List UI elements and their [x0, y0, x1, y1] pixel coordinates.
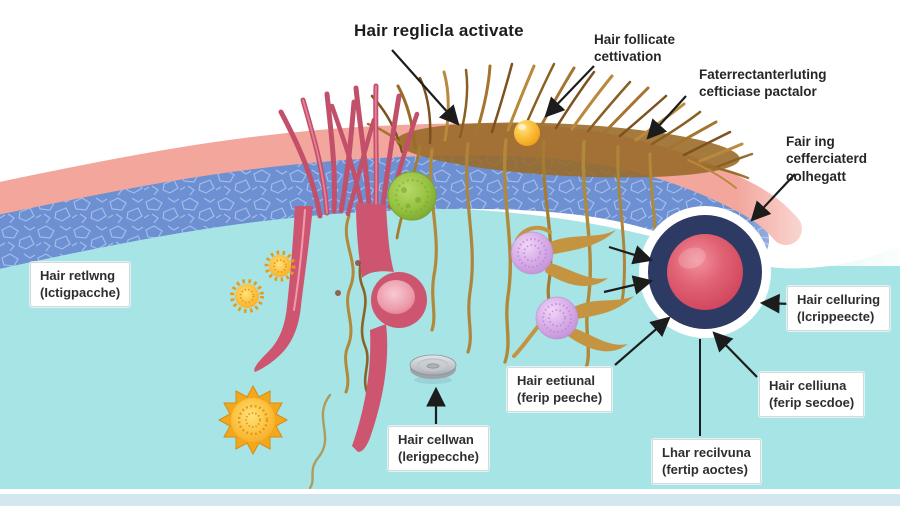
label-hair-follicate-cettivation: Hair follicate cettivation [594, 32, 676, 65]
yellow-vesicle [514, 120, 540, 146]
label-box-hair-retlwng: Hair retlwng (Ictigpacche) [30, 262, 131, 308]
bottom-strip [0, 494, 900, 506]
label-fairing-colhegatt: Fair ing cefferciaterd colhegatt [786, 134, 868, 184]
follicle-left-tube [254, 206, 313, 372]
follicle-right-tube [356, 203, 394, 278]
label-box-lhar-recilvuna: Lhar recilvuna (fertip aoctes) [652, 439, 761, 485]
metal-disc [409, 354, 457, 384]
label-faterrectanterluting-factor: Faterrectanterluting cefticiase pactalor [699, 67, 827, 100]
green-cell [387, 171, 437, 221]
purple-fuzzy-cells [510, 225, 634, 358]
annotation-arrows [391, 49, 796, 436]
label-box-hair-celliuna: Hair celliuna (ferip secdoe) [759, 372, 865, 418]
diagram-title: Hair reglicla activate [354, 21, 524, 40]
label-box-hair-cellwan: Hair cellwan (lerigpecche) [388, 426, 489, 472]
follicle-tail [352, 324, 388, 452]
right-fade-haze [736, 116, 900, 266]
pink-hair-follicle [254, 83, 427, 452]
navy-ring-nucleus-cell [639, 206, 771, 338]
label-box-hair-celluring: Hair celluring (lcrippeecte) [787, 286, 891, 332]
golden-sun-cells [217, 250, 296, 456]
bottom-white-gap [0, 489, 900, 494]
label-box-hair-eetiunal: Hair eetiunal (ferip peeche) [507, 367, 613, 413]
